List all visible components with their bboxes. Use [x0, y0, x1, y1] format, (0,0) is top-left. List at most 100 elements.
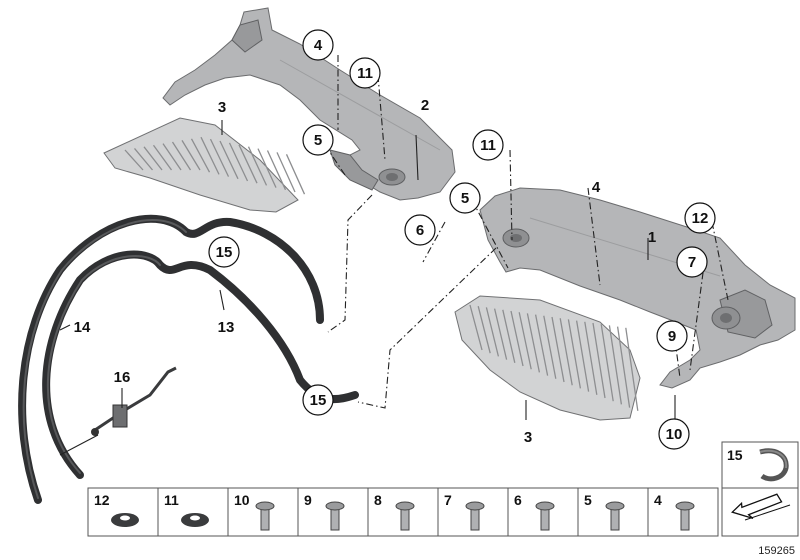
grille-slat	[469, 304, 483, 351]
grille-slat	[257, 148, 277, 188]
grille-slat	[510, 310, 524, 367]
callout-label: 4	[314, 37, 323, 54]
legend-cell-number: 12	[94, 492, 110, 508]
part-label-3-bottom: 3	[524, 429, 532, 446]
grille-slat	[600, 324, 614, 402]
legend-cell-5: 5	[577, 487, 649, 537]
grille-right	[454, 295, 641, 421]
trim-panel-right	[479, 187, 796, 389]
callout-label: 11	[357, 65, 373, 82]
grille-slat	[124, 149, 144, 171]
callout-6: 6	[404, 214, 436, 246]
grille-slat	[219, 140, 239, 180]
legend-cell-6: 6	[507, 487, 579, 537]
callout-7: 7	[676, 246, 708, 278]
callout-label: 15	[216, 244, 233, 261]
grille-slat	[276, 152, 296, 193]
legend-cell-10: 10	[227, 487, 299, 537]
fastener-9-icon	[325, 501, 345, 531]
grille-slat	[477, 306, 491, 354]
grille-slat	[238, 144, 258, 184]
grille-slat	[534, 314, 549, 376]
legend-cell-number: 10	[234, 492, 250, 508]
legend-cell-number: 6	[514, 492, 522, 508]
grille-slat	[518, 312, 532, 370]
callout-label: 15	[310, 392, 327, 409]
legend-cell-number: 4	[654, 492, 662, 508]
fastener-12-icon	[111, 513, 139, 527]
grille-slat	[526, 313, 541, 373]
callout-label: 5	[314, 132, 322, 149]
part-label-16: 16	[114, 369, 131, 386]
part-label-14: 14	[74, 319, 91, 336]
grille-slat	[143, 146, 163, 171]
legend-cell-number: 8	[374, 492, 382, 508]
grille-slat	[200, 136, 220, 175]
grille-slat	[543, 315, 557, 379]
callout-15b: 15	[302, 384, 334, 416]
part-label-3-top: 3	[218, 99, 226, 116]
grille-slat	[190, 138, 211, 173]
part-label-2: 2	[421, 97, 429, 114]
legend-cell-8: 8	[367, 487, 439, 537]
image-id: 159265	[758, 545, 795, 557]
part-label-13: 13	[218, 319, 235, 336]
callout-11a: 11	[349, 57, 381, 89]
callout-15a: 15	[208, 236, 240, 268]
grille-slat	[592, 322, 606, 399]
fastener-7-icon	[465, 501, 485, 531]
legend-cell-4: 4	[647, 487, 719, 537]
callout-label: 6	[416, 222, 424, 239]
grille-slat	[493, 308, 508, 360]
legend-cell-number: 9	[304, 492, 312, 508]
part-label-4: 4	[592, 179, 601, 196]
callout-label: 7	[688, 254, 696, 271]
callout-10: 10	[658, 418, 690, 450]
fastener-legend: 12 11 10 9 8 7 6 5 4	[87, 487, 719, 537]
grille-slat	[616, 326, 631, 408]
legend-cell-number: 15	[727, 447, 743, 463]
legend-cell-number: 5	[584, 492, 592, 508]
clip-part-16	[91, 366, 177, 436]
callout-5a: 5	[302, 124, 334, 156]
callout-5b: 5	[449, 182, 481, 214]
callout-label: 10	[666, 426, 683, 443]
leader-lines	[59, 55, 729, 456]
grille-left	[103, 117, 306, 213]
legend-cell-number: 11	[164, 492, 179, 508]
hose-13	[42, 250, 359, 479]
grille-slat	[247, 146, 268, 186]
callout-4a: 4	[302, 29, 334, 61]
callout-label: 9	[668, 328, 676, 345]
grille-slat	[567, 319, 582, 389]
callout-11b: 11	[472, 129, 504, 161]
callout-9: 9	[656, 320, 688, 352]
fastener-4-icon	[675, 501, 695, 531]
grille-slat	[209, 138, 230, 177]
grille-slat	[485, 307, 500, 357]
grille-slat	[171, 141, 192, 171]
legend-cell-number: 7	[444, 492, 452, 508]
legend-cell-12: 12	[87, 487, 159, 537]
grille-slat	[266, 150, 287, 191]
legend-cell-9: 9	[297, 487, 369, 537]
grille-slat	[228, 142, 249, 182]
callout-label: 11	[480, 137, 496, 154]
grille-slat	[162, 143, 182, 171]
fastener-6-icon	[535, 501, 555, 531]
trim-panel-left	[162, 7, 456, 201]
grille-slat	[584, 321, 598, 395]
part-label-1: 1	[648, 229, 656, 246]
fastener-11-icon	[181, 513, 209, 527]
legend-cell-15: 15	[721, 441, 799, 489]
callout-label: 5	[461, 190, 469, 207]
grille-slat	[152, 144, 173, 171]
fastener-8-icon	[395, 501, 415, 531]
callout-label: 12	[692, 210, 709, 227]
fastener-5-icon	[605, 501, 625, 531]
grille-slat	[285, 154, 306, 195]
grille-slat	[608, 325, 623, 405]
grille-slat	[502, 309, 516, 363]
hose-14	[18, 214, 324, 504]
